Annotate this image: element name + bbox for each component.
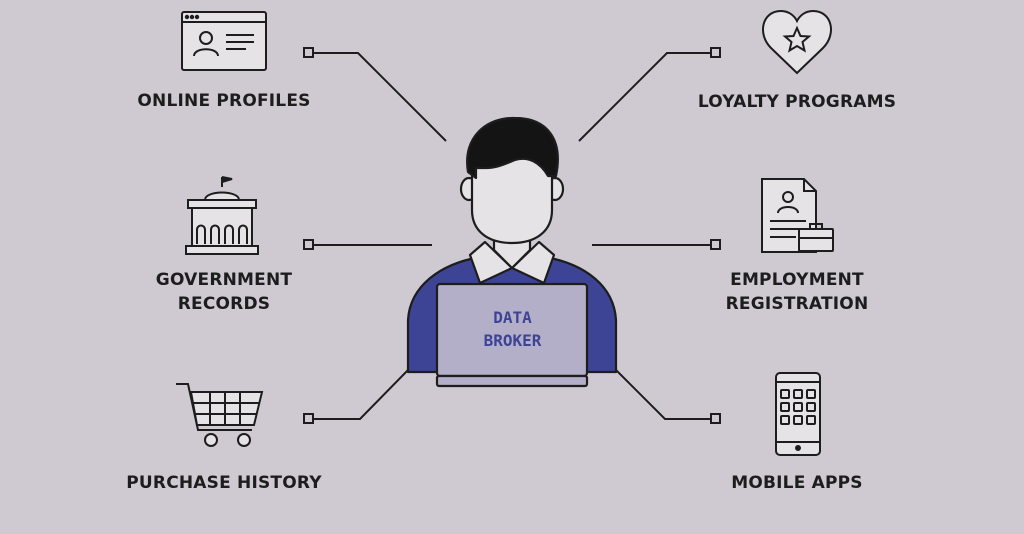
heart-star-icon: [762, 9, 832, 75]
laptop-base: [435, 374, 589, 388]
employment-registration-line-1: EMPLOYMENT: [730, 270, 864, 290]
connector-purchase-history: [303, 367, 411, 424]
data-broker-line-1: DATA: [493, 308, 532, 327]
purchase-history-label: PURCHASE HISTORY: [126, 473, 322, 493]
employment-registration-line-2: REGISTRATION: [725, 294, 869, 314]
mobile-apps-label: MOBILE APPS: [731, 473, 863, 493]
employment-registration-label: EMPLOYMENT REGISTRATION: [687, 268, 907, 316]
profile-card-icon: [181, 11, 267, 71]
government-records-line-2: RECORDS: [177, 294, 271, 314]
connector-lines: [303, 47, 721, 424]
loyalty-programs-label: LOYALTY PROGRAMS: [697, 92, 897, 112]
government-records-line-1: GOVERNMENT: [155, 270, 293, 290]
connector-online-profiles: [303, 47, 447, 142]
connector-government-records: [303, 239, 432, 250]
hair: [466, 116, 559, 180]
data-broker-line-2: BROKER: [483, 331, 542, 350]
online-profiles-label: ONLINE PROFILES: [137, 91, 311, 111]
government-building-icon: [185, 176, 259, 255]
shopping-cart-icon: [176, 383, 264, 447]
connector-employment-registration: [592, 239, 721, 250]
data-broker-label: DATA BROKER: [440, 306, 585, 352]
data-broker-figure: [406, 116, 618, 388]
connector-mobile-apps: [613, 367, 721, 424]
smartphone-icon: [775, 372, 821, 456]
resume-briefcase-icon: [761, 178, 834, 253]
head: [470, 150, 554, 245]
government-records-label: GOVERNMENT RECORDS: [124, 268, 324, 316]
connector-loyalty-programs: [578, 47, 721, 142]
